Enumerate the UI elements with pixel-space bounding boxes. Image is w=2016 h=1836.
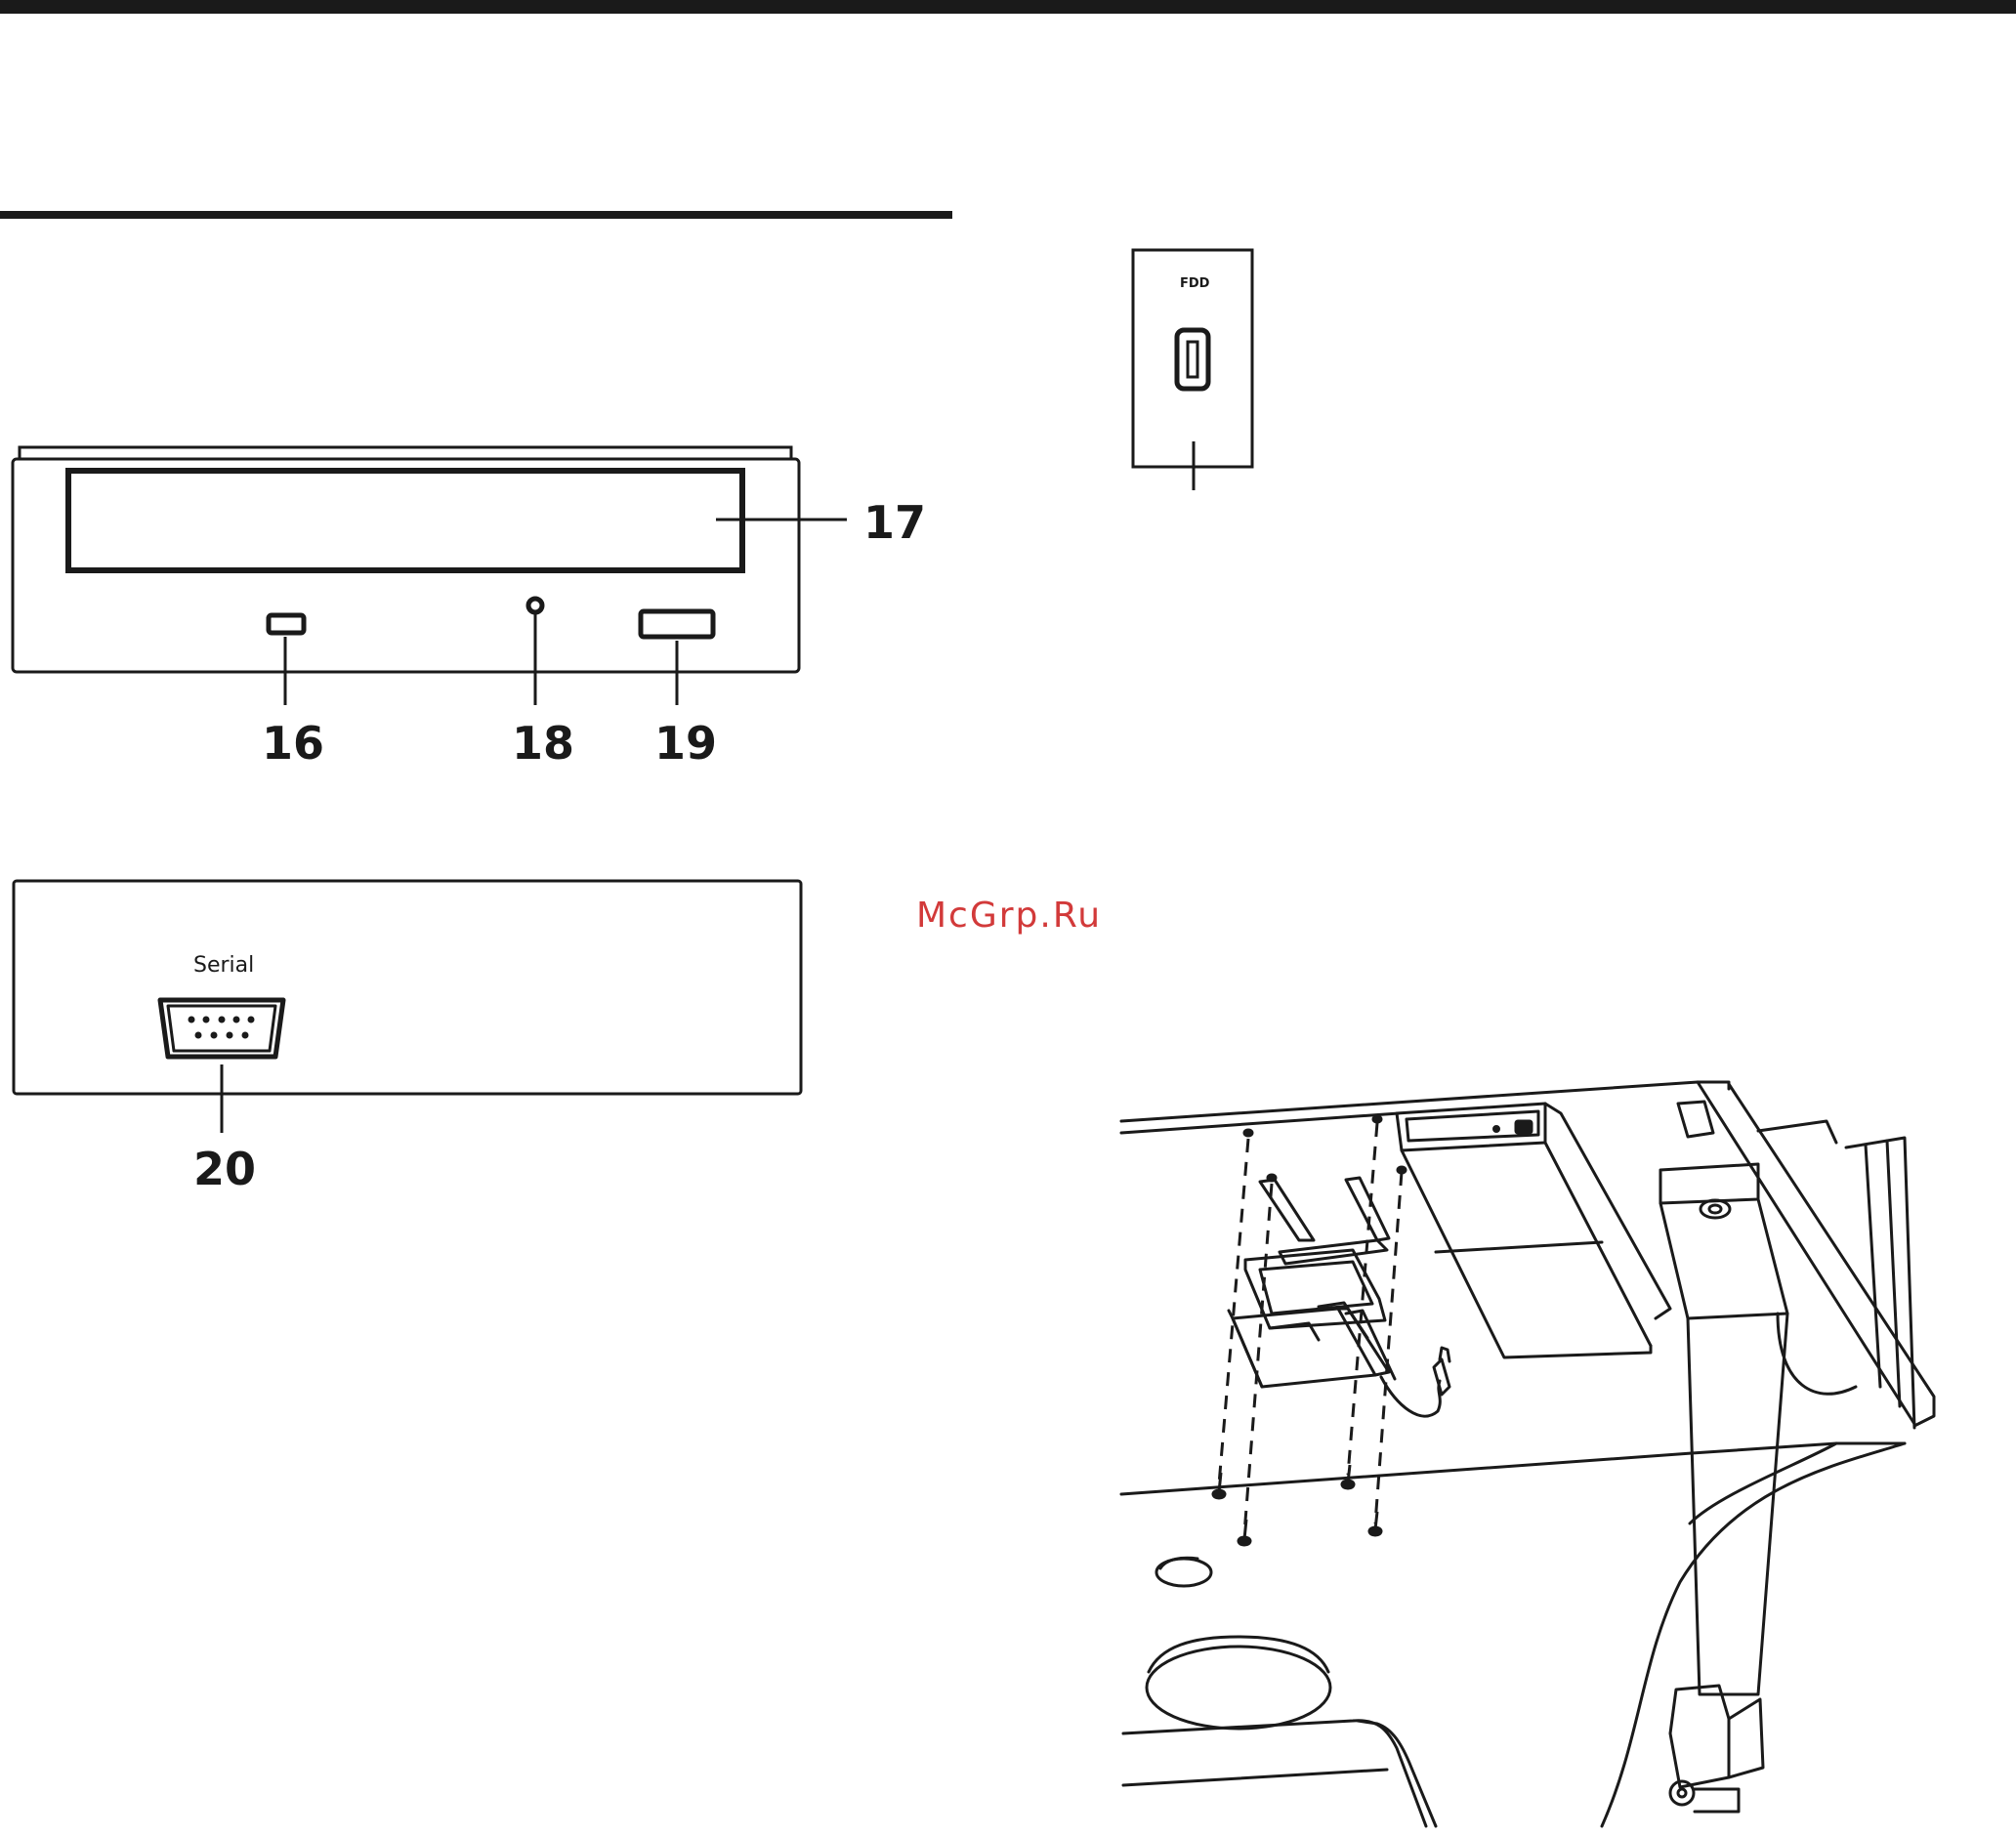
fdd-slot-icon xyxy=(1177,330,1208,389)
callout-17: 17 xyxy=(863,500,926,545)
callout-19: 19 xyxy=(654,721,717,766)
serial-port-panel xyxy=(14,881,801,1133)
eject-button-shape xyxy=(641,611,713,637)
emergency-eject-hole xyxy=(528,599,542,612)
header-bar xyxy=(0,0,2016,14)
watermark-text: McGrp.Ru xyxy=(916,898,1102,934)
fdd-label: FDD xyxy=(1180,277,1209,290)
callout-18: 18 xyxy=(512,721,574,766)
disc-tray xyxy=(68,471,742,570)
activity-led xyxy=(269,615,304,633)
serial-label: Serial xyxy=(193,955,254,977)
serial-connector-icon xyxy=(160,1000,283,1057)
section-rule xyxy=(0,211,952,219)
callout-16: 16 xyxy=(262,721,324,766)
serial-pins xyxy=(189,1017,255,1039)
callout-20: 20 xyxy=(193,1147,256,1191)
optical-drive-front-panel xyxy=(13,447,847,705)
